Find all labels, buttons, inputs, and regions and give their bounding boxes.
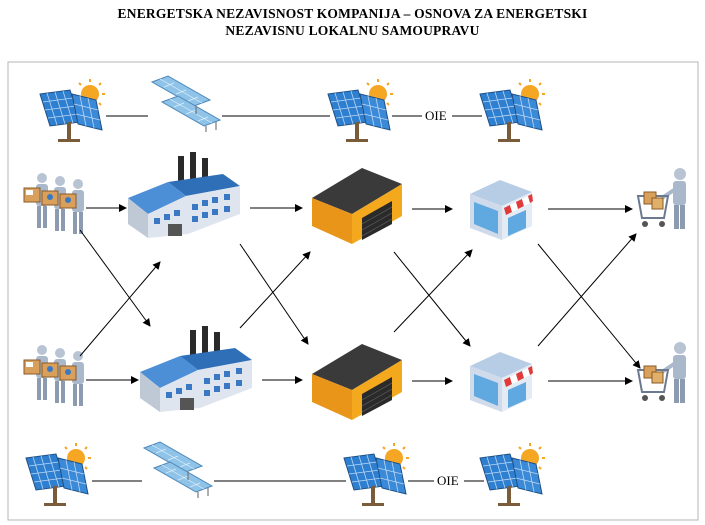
factory-icon [128,152,240,238]
flow-arrow [79,229,151,327]
flow-arrow [537,233,637,347]
flow-arrow [537,243,641,369]
customer-icon [636,340,688,405]
diagram-title-line-1: ENERGETSKA NEZAVISNOST KOMPANIJA – OSNOV… [117,6,588,21]
flow-arrow [239,243,309,345]
flow-arrow [79,261,161,357]
shop-icon [470,352,533,412]
solar-panel-icon [327,78,394,143]
factory-icon [140,326,252,412]
flow-arrow [393,249,473,333]
solar-panel-icon [479,442,546,507]
warehouse-icon [311,167,403,245]
flow-arrow [393,251,471,347]
solar-array-icon [143,441,213,499]
workers-icon [23,344,85,407]
solar-panel-icon [479,78,546,143]
diagram-frame [7,61,699,521]
diagram-title-line-2: NEZAVISNU LOKALNU SAMOUPRAVU [225,23,480,38]
oie-label-bottom: OIE [437,473,459,488]
customer-icon [636,166,688,231]
workers-icon [23,172,85,235]
solar-panel-icon [25,442,92,507]
solar-panel-icon [343,442,410,507]
shop-icon [470,180,533,240]
warehouse-icon [311,343,403,421]
solar-array-icon [151,75,221,133]
solar-panel-icon [39,78,106,143]
flow-arrow [239,251,311,329]
oie-label-top: OIE [425,108,447,123]
